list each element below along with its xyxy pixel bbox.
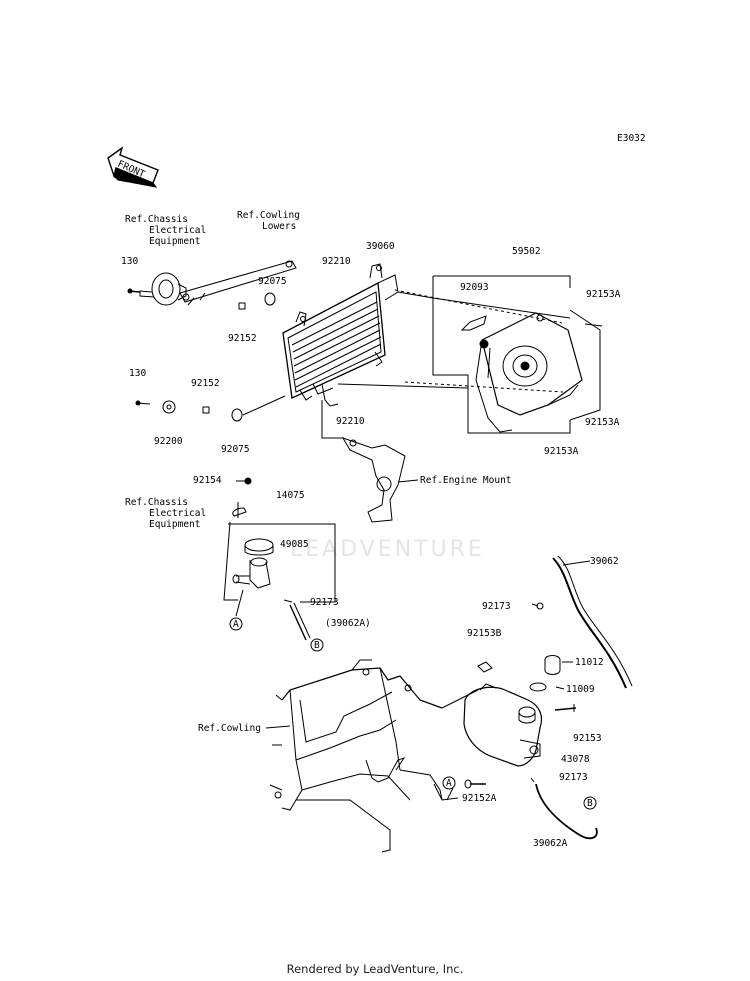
part-92210-bottom: 92210 bbox=[336, 416, 365, 427]
bracket-rod bbox=[179, 260, 297, 306]
fan-assembly-part bbox=[460, 312, 583, 433]
horn-part bbox=[139, 272, 187, 306]
ref-cowling-lowers-line2: Lowers bbox=[262, 221, 296, 232]
part-130-mid: 130 bbox=[129, 368, 146, 379]
part-92153A-bottom: 92153A bbox=[544, 446, 579, 457]
part-92152-mid: 92152 bbox=[191, 378, 220, 389]
ref-cowling: Ref.Cowling bbox=[198, 723, 261, 734]
callout-A-lower: A bbox=[446, 778, 452, 789]
part-92173-a: 92173 bbox=[310, 597, 339, 608]
part-92200: 92200 bbox=[154, 436, 183, 447]
callout-B-lower: B bbox=[587, 798, 593, 809]
callout-A-left: A bbox=[233, 619, 239, 630]
ref-chassis-line1: Ref.Chassis bbox=[125, 214, 188, 225]
part-92173-c: 92173 bbox=[559, 772, 588, 783]
part-92153A-right: 92153A bbox=[585, 417, 620, 428]
part-130-top: 130 bbox=[121, 256, 138, 267]
engine-mount-bracket bbox=[321, 400, 419, 523]
ref-chassis2-line1: Ref.Chassis bbox=[125, 497, 188, 508]
part-92075-bottom: 92075 bbox=[221, 444, 250, 455]
part-39062A-paren: (39062A) bbox=[325, 618, 371, 629]
front-arrow-icon bbox=[107, 146, 159, 188]
callout-B-upper: B bbox=[314, 640, 320, 651]
footer-credit: Rendered by LeadVenture, Inc. bbox=[286, 962, 464, 976]
part-59502: 59502 bbox=[512, 246, 541, 257]
part-92210-top: 92210 bbox=[322, 256, 351, 267]
reservoir-cap-part bbox=[232, 538, 274, 617]
ref-chassis2-line3: Equipment bbox=[149, 519, 200, 530]
watermark: LEADVENTURE bbox=[290, 537, 485, 562]
part-14075: 14075 bbox=[276, 490, 305, 501]
part-11012: 11012 bbox=[575, 657, 604, 668]
part-92075-top: 92075 bbox=[258, 276, 287, 287]
radiator-part bbox=[282, 263, 399, 407]
ref-cowling-lowers-line1: Ref.Cowling bbox=[237, 210, 300, 221]
part-39060: 39060 bbox=[366, 241, 395, 252]
part-49085: 49085 bbox=[280, 539, 309, 550]
part-39062: 39062 bbox=[590, 556, 619, 567]
reservoir-tank-part bbox=[463, 661, 543, 767]
ref-chassis-line2: Electrical bbox=[149, 225, 206, 236]
part-92153: 92153 bbox=[573, 733, 602, 744]
part-92152-top: 92152 bbox=[228, 333, 257, 344]
part-43078: 43078 bbox=[561, 754, 590, 765]
ref-chassis2-line2: Electrical bbox=[149, 508, 206, 519]
ref-chassis-line3: Equipment bbox=[149, 236, 200, 247]
part-92154: 92154 bbox=[193, 475, 222, 486]
cowling-bracket-frame bbox=[269, 659, 479, 853]
part-92153A-top: 92153A bbox=[586, 289, 621, 300]
part-92173-b: 92173 bbox=[482, 601, 511, 612]
part-92153B: 92153B bbox=[467, 628, 502, 639]
part-92152A: 92152A bbox=[462, 793, 497, 804]
diagram-code-label: E3032 bbox=[617, 133, 646, 144]
ref-engine-mount: Ref.Engine Mount bbox=[420, 475, 512, 486]
part-39062A: 39062A bbox=[533, 838, 568, 849]
part-11009: 11009 bbox=[566, 684, 595, 695]
part-92093: 92093 bbox=[460, 282, 489, 293]
